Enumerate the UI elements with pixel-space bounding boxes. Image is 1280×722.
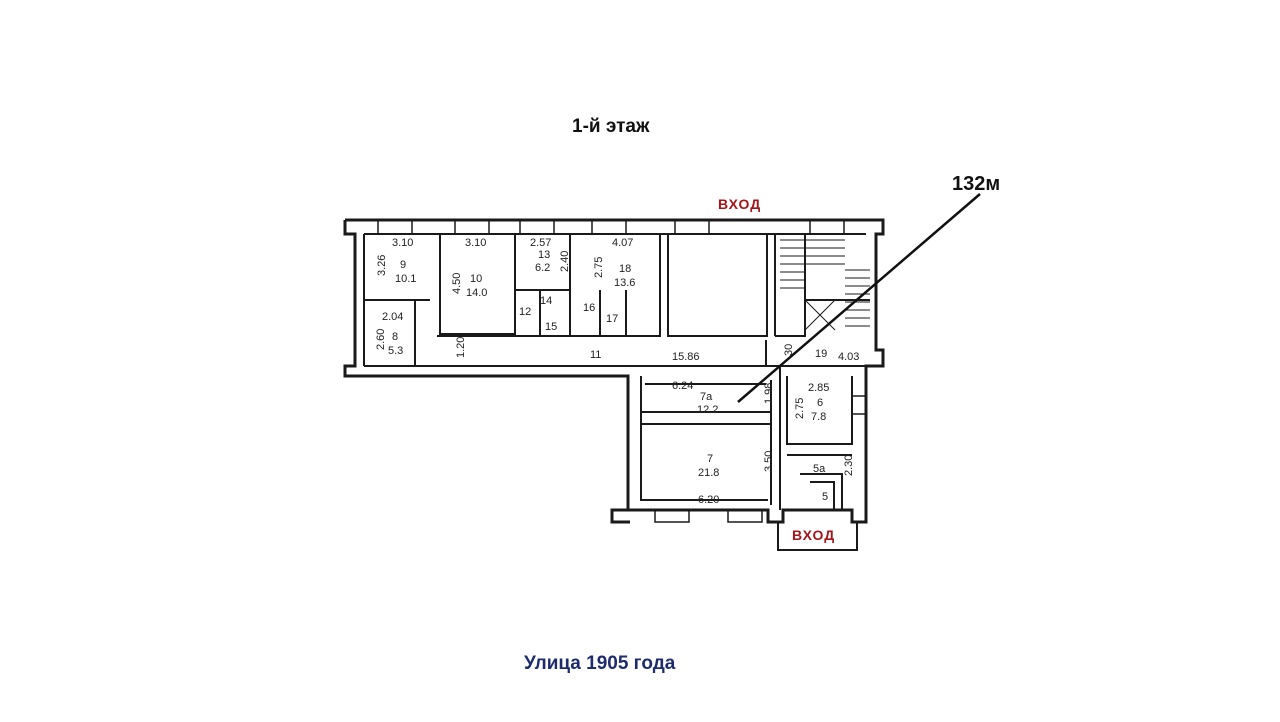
room-10-depth: 4.50 <box>451 273 463 294</box>
room-5a-depth: 2.30 <box>843 455 855 476</box>
room-6-number: 6 <box>817 397 823 409</box>
room-14-number: 14 <box>540 295 552 307</box>
room-10-width: 3.10 <box>465 237 486 249</box>
room-16-number: 16 <box>583 302 595 314</box>
room-13-number: 13 <box>538 249 550 261</box>
entrance-label-bottom: ВХОД <box>792 527 836 543</box>
room-13-area: 6.2 <box>535 262 550 274</box>
windows <box>377 219 867 523</box>
room-8-depth: 2.60 <box>375 329 387 350</box>
room-15-number: 15 <box>545 321 557 333</box>
room-18-width: 4.07 <box>612 237 633 249</box>
room-7-width: 6.20 <box>698 494 719 506</box>
room-7-number: 7 <box>707 453 713 465</box>
room-19-width: 30 <box>783 344 795 356</box>
floor-title: 1-й этаж <box>572 116 650 137</box>
room-9-area: 10.1 <box>395 273 416 285</box>
staircase <box>780 239 870 331</box>
room-6-area: 7.8 <box>811 411 826 423</box>
room-7a-width: 6.24 <box>672 380 693 392</box>
room-8-area: 5.3 <box>388 345 403 357</box>
room-12-number: 12 <box>519 306 531 318</box>
room-13-depth: 2.40 <box>559 251 571 272</box>
room-9-number: 9 <box>400 259 406 271</box>
partition-walls <box>364 234 870 510</box>
room-18-depth: 2.75 <box>593 257 605 278</box>
area-leader-line <box>737 193 981 403</box>
room-11-length: 15.86 <box>672 351 700 363</box>
room-6-width: 2.85 <box>808 382 829 394</box>
room-7a-area: 12.2 <box>697 404 718 416</box>
room-5a-number: 5а <box>813 463 826 475</box>
room-10-number: 10 <box>470 273 482 285</box>
room-13-width: 2.57 <box>530 237 551 249</box>
porch <box>777 522 858 551</box>
room-7-depth: 3.50 <box>763 451 775 472</box>
room-11-number: 11 <box>590 349 601 361</box>
room-17-number: 17 <box>606 313 618 325</box>
room-7a-depth: 1.98 <box>763 383 775 404</box>
room-19-length: 4.03 <box>838 351 859 363</box>
room-7a-number: 7а <box>700 391 713 403</box>
room-8-number: 8 <box>392 331 398 343</box>
room-9-width: 3.10 <box>392 237 413 249</box>
room-18-number: 18 <box>619 263 631 275</box>
room-6-depth: 2.75 <box>794 398 806 419</box>
room-10-area: 14.0 <box>466 287 487 299</box>
outer-wall <box>343 218 885 524</box>
room-5-number: 5 <box>822 491 828 503</box>
room-7-area: 21.8 <box>698 467 719 479</box>
entrance-label-top: ВХОД <box>718 196 762 212</box>
room-9-depth: 3.26 <box>376 255 388 276</box>
room-11-width: 1.20 <box>455 337 467 358</box>
street-label: Улица 1905 года <box>524 653 676 674</box>
room-8-width: 2.04 <box>382 311 403 323</box>
room-19-number: 19 <box>815 348 827 360</box>
room-18-area: 13.6 <box>614 277 635 289</box>
area-callout: 132м <box>952 173 1001 195</box>
